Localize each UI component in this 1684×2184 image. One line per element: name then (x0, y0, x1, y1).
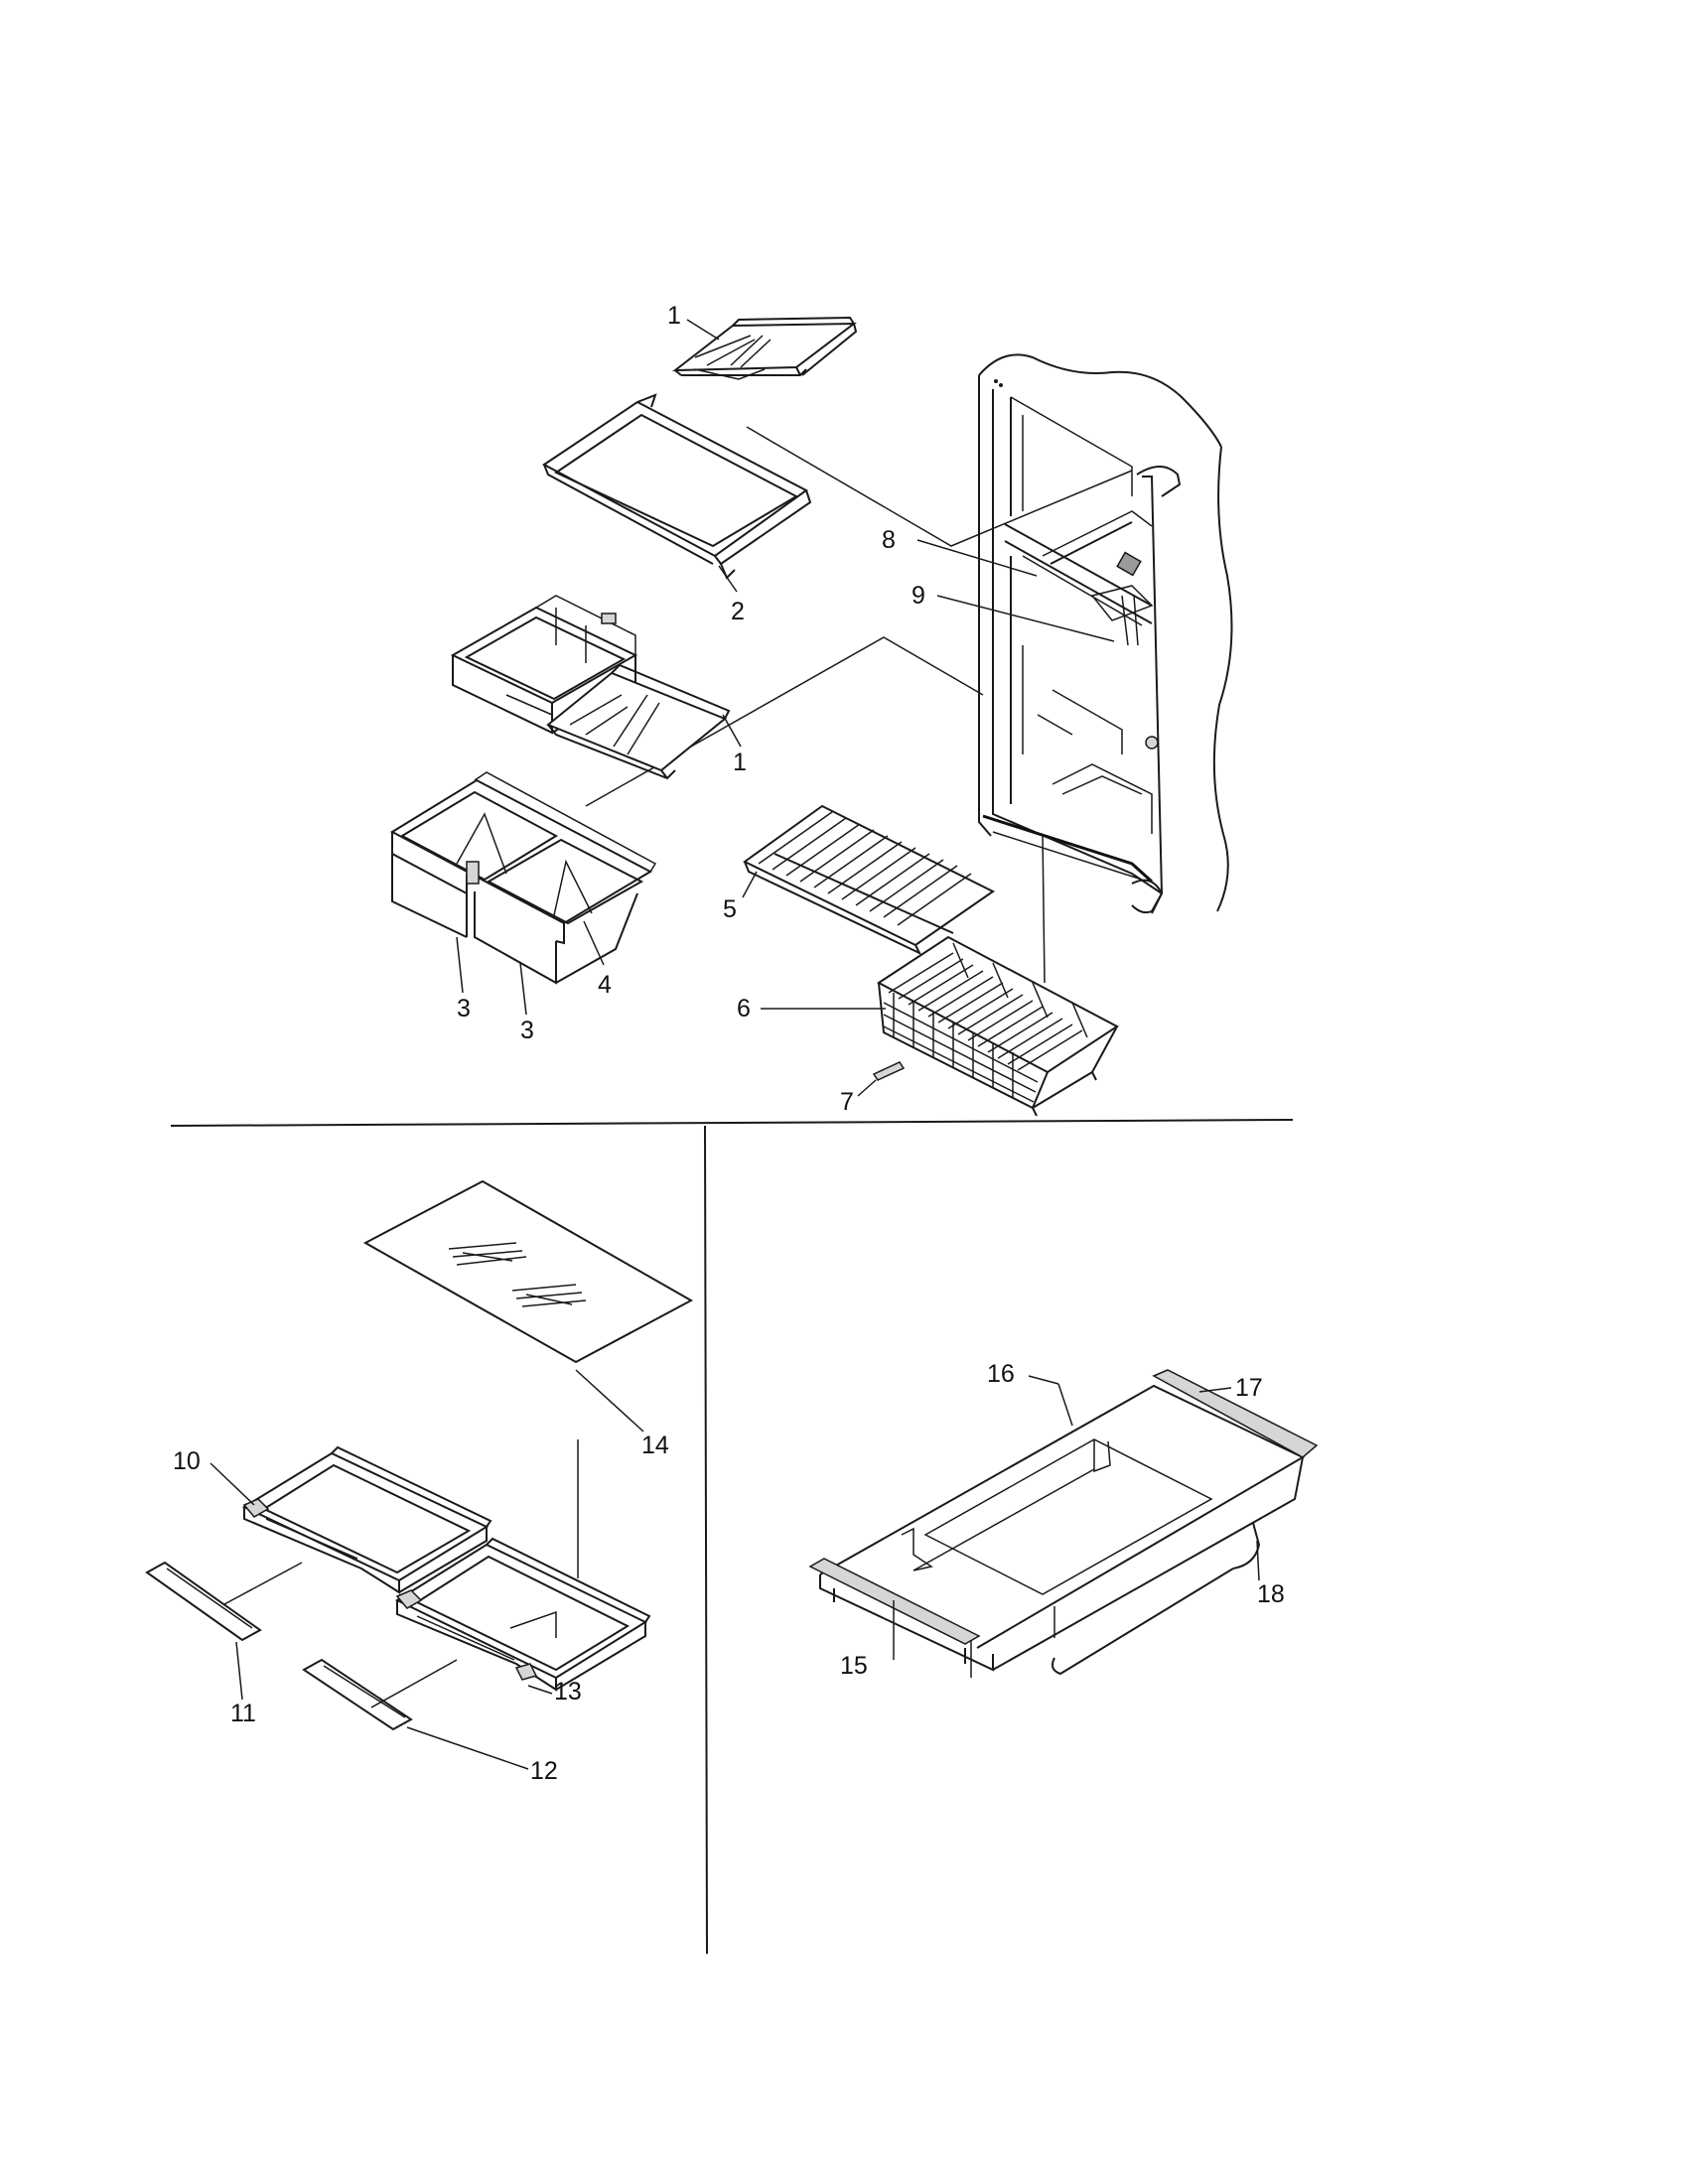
callout-3-left: 3 (457, 995, 471, 1023)
callout-11: 11 (230, 1700, 256, 1727)
part-16-shelf-frame (819, 1384, 1306, 1678)
callout-5: 5 (723, 895, 737, 923)
callout-1-upper: 1 (667, 302, 681, 330)
callout-7: 7 (840, 1088, 854, 1116)
callout-17: 17 (1235, 1374, 1263, 1402)
part-18-side-support (1052, 1522, 1261, 1676)
part-3-4-crisper-bins (389, 771, 657, 985)
section-dividers (170, 1119, 1294, 1955)
callout-labels: 1 2 1 3 3 4 5 6 7 8 9 10 11 12 13 14 15 … (173, 302, 1285, 1785)
refrigerator-cabinet (978, 353, 1233, 914)
part-11-cover (145, 1561, 303, 1642)
callout-18: 18 (1257, 1580, 1285, 1608)
callout-3-right: 3 (520, 1017, 534, 1044)
callout-8: 8 (882, 526, 896, 554)
callout-15: 15 (840, 1652, 868, 1680)
callout-9: 9 (912, 582, 925, 610)
callout-2: 2 (731, 598, 745, 625)
part-1-shelf-upper (671, 316, 858, 380)
part-6-wire-basket (877, 935, 1119, 1117)
crisper-drawer-small (450, 595, 638, 735)
callout-4: 4 (598, 971, 612, 999)
part-15-front-rail (808, 1558, 981, 1664)
callout-10: 10 (173, 1447, 201, 1475)
callout-13: 13 (554, 1678, 582, 1706)
part-2-shelf-large (542, 393, 812, 580)
part-13-drawer-tray (394, 1537, 651, 1692)
part-17-rear-rail (1152, 1369, 1319, 1458)
callout-12: 12 (530, 1757, 558, 1785)
part-5-wire-shelf (743, 804, 995, 956)
part-7-rod (872, 1061, 906, 1081)
part-12-cover (302, 1658, 458, 1731)
callout-6: 6 (737, 995, 751, 1023)
part-10-drawer-tray (241, 1445, 492, 1594)
part-14-glass-panel (362, 1179, 694, 1364)
callout-14: 14 (641, 1432, 669, 1459)
callout-16: 16 (987, 1360, 1015, 1388)
callout-leaders (210, 319, 1260, 1770)
callout-1-middle: 1 (733, 749, 747, 776)
